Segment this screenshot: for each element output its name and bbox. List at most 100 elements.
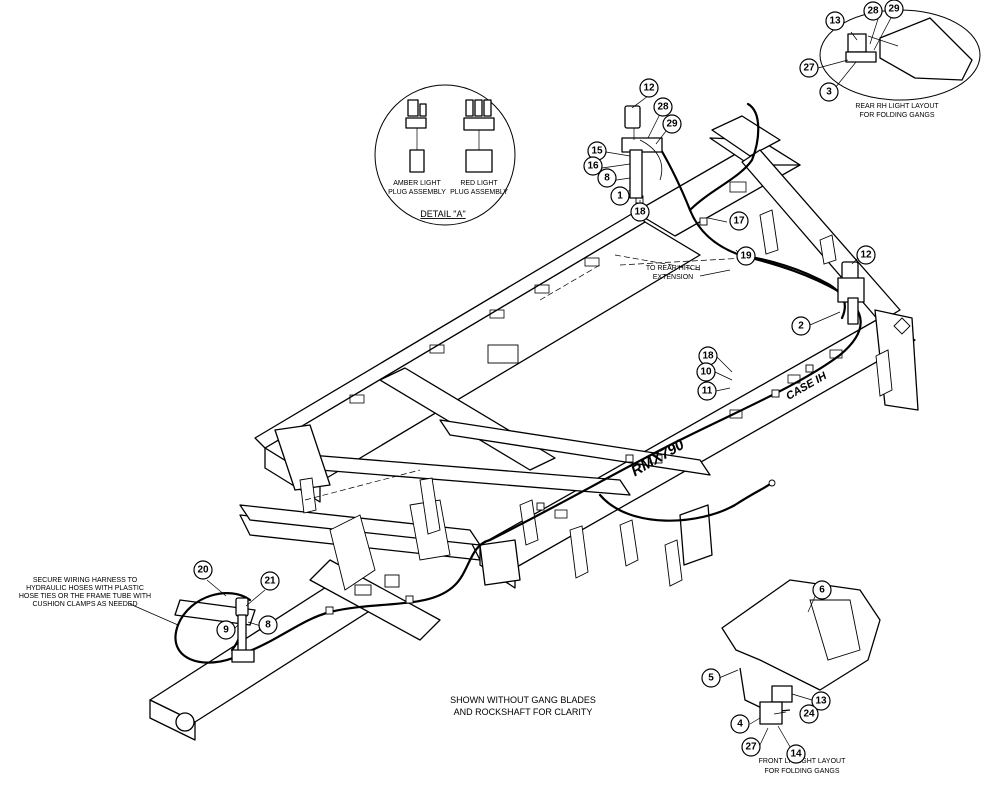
rear-layout-label-1: REAR RH LIGHT LAYOUT bbox=[855, 103, 939, 110]
svg-text:2: 2 bbox=[798, 321, 804, 332]
callout-12-top: 12 bbox=[639, 78, 659, 98]
callout-6: 6 bbox=[812, 580, 832, 600]
rear-light-post bbox=[629, 149, 643, 199]
callout-14: 14 bbox=[786, 744, 806, 764]
rear-layout-label-2: FOR FOLDING GANGS bbox=[859, 112, 934, 119]
secure-note-4: CUSHION CLAMPS AS NEEDED bbox=[32, 601, 137, 608]
callout-12-right: 12 bbox=[856, 245, 876, 265]
svg-text:18: 18 bbox=[702, 351, 714, 362]
svg-text:19: 19 bbox=[740, 251, 752, 262]
front-gusset-left bbox=[329, 514, 376, 591]
amber-plug-label-1: AMBER LIGHT bbox=[393, 180, 441, 187]
front-layout-label-1: FRONT LH LIGHT LAYOUT bbox=[759, 758, 846, 765]
callout-5: 5 bbox=[701, 668, 721, 688]
left-main-rail-top bbox=[254, 211, 646, 449]
callout-17: 17 bbox=[729, 211, 749, 231]
callout-2: 2 bbox=[791, 316, 811, 336]
callout-29-rear: 29 bbox=[884, 0, 904, 19]
left-main-rail bbox=[264, 221, 701, 483]
red-plug-label-2: PLUG ASSEMBLY bbox=[450, 189, 508, 196]
mid-cross-member-2 bbox=[309, 454, 631, 496]
svg-text:28: 28 bbox=[867, 6, 879, 17]
callout-13-front: 13 bbox=[811, 691, 831, 711]
cushion-clamps bbox=[325, 195, 814, 615]
shown-note-1: SHOWN WITHOUT GANG BLADES bbox=[450, 695, 596, 705]
svg-text:17: 17 bbox=[733, 216, 745, 227]
left-rail-front-cap bbox=[274, 424, 331, 491]
mid-cross-member-3 bbox=[439, 419, 711, 476]
right-rail-front-cap bbox=[479, 539, 521, 586]
secure-note-1: SECURE WIRING HARNESS TO bbox=[33, 577, 138, 584]
hitch-jack-plate bbox=[174, 599, 256, 626]
detail-a-ring bbox=[374, 84, 516, 226]
gang-mount-shanks bbox=[299, 209, 893, 587]
rear-light-lamp bbox=[624, 105, 641, 129]
detail-a: AMBER LIGHT PLUG ASSEMBLY RED LIGHT PLUG… bbox=[374, 84, 516, 226]
svg-text:21: 21 bbox=[264, 576, 276, 587]
svg-text:18: 18 bbox=[634, 207, 646, 218]
svg-text:12: 12 bbox=[860, 250, 872, 261]
svg-text:29: 29 bbox=[666, 119, 678, 130]
svg-text:13: 13 bbox=[829, 16, 841, 27]
callout-10: 10 bbox=[696, 362, 716, 382]
callout-11: 11 bbox=[697, 381, 717, 401]
svg-text:6: 6 bbox=[819, 585, 825, 596]
notes: TO REAR HITCH EXTENSION SECURE WIRING HA… bbox=[19, 265, 731, 717]
callout-16: 16 bbox=[583, 156, 603, 176]
svg-text:11: 11 bbox=[702, 386, 713, 397]
front-light-lamp bbox=[235, 597, 249, 617]
implement-frame: RMX790 CASE IH bbox=[149, 115, 919, 741]
svg-text:14: 14 bbox=[790, 749, 802, 760]
svg-text:20: 20 bbox=[197, 565, 209, 576]
secure-note-2: HYDRAULIC HOSES WITH PLASTIC bbox=[26, 585, 144, 592]
callout-27-front: 27 bbox=[741, 737, 761, 757]
right-rail-rear-cap bbox=[679, 504, 713, 566]
svg-text:8: 8 bbox=[265, 620, 271, 631]
callout-8-bottom: 8 bbox=[258, 615, 278, 635]
hitch-clevis bbox=[175, 712, 195, 732]
svg-text:5: 5 bbox=[708, 673, 714, 684]
secure-note-3: HOSE TIES OR THE FRAME TUBE WITH bbox=[19, 593, 151, 600]
callout-21: 21 bbox=[260, 571, 280, 591]
callout-1: 1 bbox=[610, 186, 630, 206]
callout-4: 4 bbox=[730, 714, 750, 734]
rear-inset-frame bbox=[879, 17, 973, 81]
rear-hitch-note-2: EXTENSION bbox=[653, 274, 693, 281]
svg-text:12: 12 bbox=[643, 83, 655, 94]
svg-text:29: 29 bbox=[888, 4, 900, 15]
front-light-plate bbox=[231, 649, 255, 663]
callout-29-top: 29 bbox=[662, 114, 682, 134]
callout-20: 20 bbox=[193, 560, 213, 580]
harness-upper-branch bbox=[688, 102, 760, 212]
amber-light-plug-icon bbox=[405, 99, 427, 173]
callout-19: 19 bbox=[736, 246, 756, 266]
callout-9: 9 bbox=[216, 620, 236, 640]
warning-diamond-icon bbox=[893, 317, 911, 335]
callout-27-rear: 27 bbox=[799, 58, 819, 78]
svg-text:27: 27 bbox=[803, 63, 815, 74]
rail-tabs bbox=[349, 181, 843, 596]
harness-end-connector bbox=[768, 479, 776, 487]
svg-text:3: 3 bbox=[826, 87, 832, 98]
svg-text:13: 13 bbox=[815, 696, 827, 707]
callout-18-mid: 18 bbox=[698, 346, 718, 366]
svg-text:15: 15 bbox=[591, 146, 603, 157]
harness-left-loop bbox=[176, 592, 252, 627]
harness-extension-lead bbox=[598, 482, 772, 522]
right-light-mount-assembly bbox=[837, 261, 865, 325]
red-plug-label-1: RED LIGHT bbox=[460, 180, 498, 187]
callout-8-top: 8 bbox=[597, 168, 617, 188]
shown-note-2: AND ROCKSHAFT FOR CLARITY bbox=[454, 707, 593, 717]
front-inset-lamp bbox=[771, 685, 793, 703]
detail-a-title: DETAIL "A" bbox=[420, 209, 465, 219]
svg-text:1: 1 bbox=[617, 191, 623, 202]
callout-28-top: 28 bbox=[653, 97, 673, 117]
callout-18-top: 18 bbox=[630, 202, 650, 222]
svg-text:8: 8 bbox=[604, 173, 610, 184]
rear-light-mount-assembly bbox=[621, 105, 663, 199]
front-layout-label-2: FOR FOLDING GANGS bbox=[764, 768, 839, 775]
front-light-mount-assembly bbox=[231, 597, 255, 663]
callouts: 13 28 29 27 3 12 28 29 15 16 8 1 18 17 1… bbox=[193, 0, 904, 764]
right-light-post bbox=[847, 297, 859, 325]
harness-right-branch bbox=[738, 253, 846, 320]
